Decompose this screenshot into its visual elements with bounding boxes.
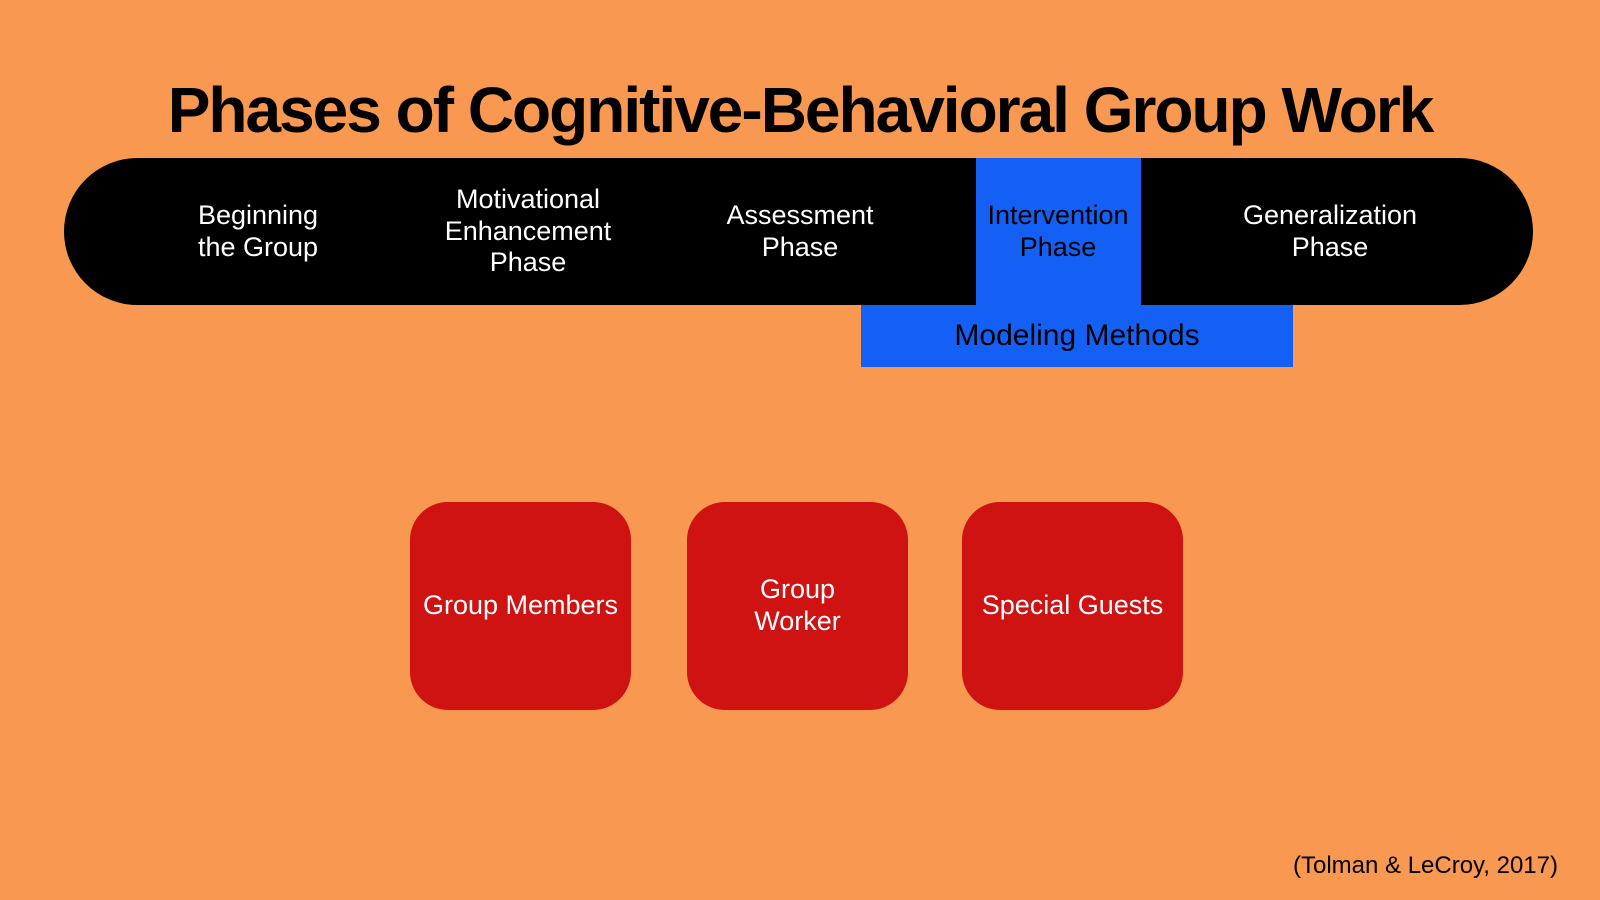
participant-label-group-worker: Group Worker xyxy=(754,574,841,636)
phase-label-intervention: Intervention Phase xyxy=(987,199,1129,262)
slide-title: Phases of Cognitive-Behavioral Group Wor… xyxy=(167,74,1435,146)
participant-box-group-members: Group Members xyxy=(410,502,631,710)
phase-label-generalization: Generalization Phase xyxy=(1242,199,1418,262)
participant-label-group-members: Group Members xyxy=(422,590,619,621)
intervention-highlight-column xyxy=(976,158,1141,307)
participant-label-special-guests: Special Guests xyxy=(981,590,1164,621)
modeling-methods-callout: Modeling Methods xyxy=(861,305,1293,367)
phase-label-beginning-the-group: Beginning the Group xyxy=(197,199,319,262)
participant-box-special-guests: Special Guests xyxy=(962,502,1183,710)
participant-box-group-worker: Group Worker xyxy=(687,502,908,710)
phase-bar xyxy=(64,158,1533,305)
citation: (Tolman & LeCroy, 2017) xyxy=(1292,852,1558,879)
modeling-methods-label: Modeling Methods xyxy=(954,319,1200,352)
phase-label-motivational-enhancement: Motivational Enhancement Phase xyxy=(444,183,612,278)
phase-label-assessment: Assessment Phase xyxy=(726,199,874,262)
